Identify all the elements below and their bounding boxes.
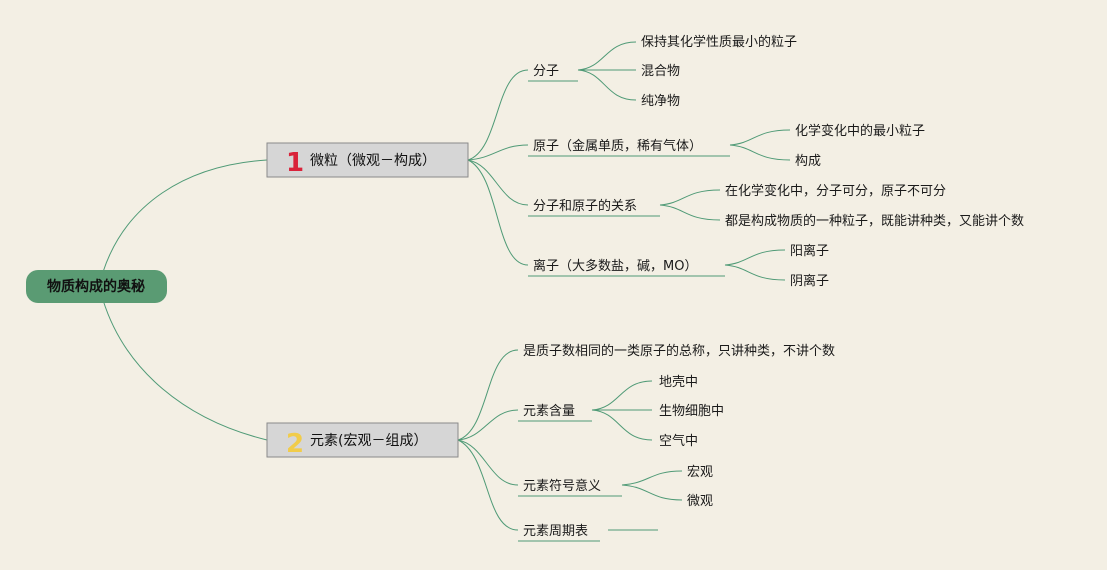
leaf-ion-2[interactable]: 阴离子 — [790, 273, 829, 289]
leaf-ion-1[interactable]: 阳离子 — [790, 243, 829, 259]
branch-number-2: 2 — [286, 429, 304, 459]
node-ion[interactable]: 离子（大多数盐，碱，MO） — [533, 258, 697, 274]
leaf-relation-2[interactable]: 都是构成物质的一种粒子，既能讲种类，又能讲个数 — [725, 213, 1024, 229]
node-element-definition[interactable]: 是质子数相同的一类原子的总称，只讲种类，不讲个数 — [523, 343, 835, 359]
leaf-content-2[interactable]: 生物细胞中 — [659, 404, 724, 419]
leaf-atom-2[interactable]: 构成 — [795, 154, 821, 169]
leaf-symbol-1[interactable]: 宏观 — [687, 465, 713, 480]
branch-label-particles: 微粒（微观－构成） — [310, 153, 436, 169]
node-molecule[interactable]: 分子 — [533, 64, 559, 79]
leaf-atom-1[interactable]: 化学变化中的最小粒子 — [795, 123, 925, 139]
leaf-molecule-2[interactable]: 混合物 — [641, 64, 680, 79]
leaf-content-1[interactable]: 地壳中 — [659, 375, 698, 390]
branch-node-elements[interactable] — [266, 422, 459, 458]
node-atom[interactable]: 原子（金属单质，稀有气体） — [533, 138, 702, 154]
leaf-molecule-1[interactable]: 保持其化学性质最小的粒子 — [641, 34, 797, 50]
leaf-molecule-3[interactable]: 纯净物 — [641, 94, 680, 109]
connector-lines — [102, 41, 791, 542]
leaf-symbol-2[interactable]: 微观 — [687, 494, 713, 509]
leaf-relation-1[interactable]: 在化学变化中，分子可分，原子不可分 — [725, 183, 946, 199]
node-molecule-atom-relation[interactable]: 分子和原子的关系 — [533, 198, 637, 214]
node-periodic-table[interactable]: 元素周期表 — [523, 524, 588, 539]
leaf-content-3[interactable]: 空气中 — [659, 433, 698, 449]
node-element-content[interactable]: 元素含量 — [523, 403, 575, 419]
root-node-label: 物质构成的奥秘 — [47, 278, 145, 295]
branch-number-1: 1 — [286, 148, 304, 178]
node-element-symbol-meaning[interactable]: 元素符号意义 — [523, 478, 601, 494]
branch-label-elements: 元素(宏观－组成） — [310, 433, 427, 449]
branch-node-particles[interactable] — [266, 142, 469, 178]
root-node[interactable] — [26, 270, 167, 303]
